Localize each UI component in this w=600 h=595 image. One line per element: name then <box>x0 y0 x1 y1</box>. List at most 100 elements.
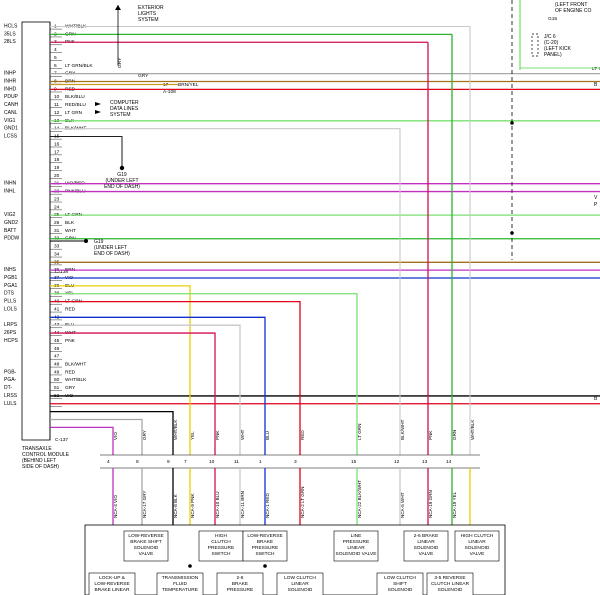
bottom-pin-number: 9 <box>167 459 170 465</box>
component-label: LINEAR <box>417 539 435 545</box>
pin-number: 51 <box>54 385 60 391</box>
pin-signal-name: PDDW <box>4 236 20 242</box>
component-label: VALVE <box>419 551 434 557</box>
pin-signal-name: LRPS <box>4 322 18 328</box>
component-box <box>123 530 169 562</box>
wire-color-label: NCA-8 BLK <box>173 493 178 518</box>
exterior-lights-label: LIGHTS <box>138 11 157 17</box>
right-edge-label: B <box>594 396 598 402</box>
bottom-pin-number: 4 <box>107 459 110 465</box>
ground-icon <box>119 165 125 171</box>
pin-number: 10 <box>54 94 60 100</box>
wire-color-label: BLU <box>265 431 270 440</box>
pin-signal-name: INHD <box>4 86 17 92</box>
wire-color-label: NCA-19 YEL <box>452 491 457 518</box>
wire-hcps-pnk <box>50 332 216 455</box>
computer-data-lines-label: DATA LINES <box>110 106 139 112</box>
wire-gnd1 <box>50 136 123 166</box>
component-label: SHIFT <box>393 581 407 587</box>
component-box <box>156 572 204 595</box>
component-label: 3-5 REVERSE <box>434 575 465 581</box>
component-box <box>454 530 500 562</box>
component-label: BRAKE SHIFT <box>130 539 162 545</box>
bottom-pin-number: 3 <box>294 459 297 465</box>
wire-color-label: LT GRN <box>357 424 362 440</box>
pin-signal-name: PGA1 <box>4 283 18 289</box>
ground-g19-label: G19 <box>117 172 127 178</box>
pin-signal-name: BATT <box>4 228 16 234</box>
pin-signal-name: INHN <box>4 181 17 187</box>
pin-signal-name: DTS <box>4 291 15 297</box>
component-label: TRANSMISSION <box>162 575 199 581</box>
wire-pga-whtblk <box>50 410 174 455</box>
exterior-lights-label: EXTERIOR <box>138 5 164 11</box>
pin-number: 48 <box>54 361 60 367</box>
arrow-icon <box>95 110 101 114</box>
pin-wire-color: RED <box>65 306 76 312</box>
pin-wire-color: PNK <box>65 338 76 344</box>
ground-icon <box>84 239 88 243</box>
pin-signal-name: GND1 <box>4 126 18 132</box>
wire-color-label: NCA-19 GRN <box>428 490 433 518</box>
component-box <box>426 572 474 595</box>
right-edge-label: P <box>594 202 598 208</box>
wire-hcls-whtblk <box>50 25 471 455</box>
component-label: PRESSURE <box>343 539 369 545</box>
pin-signal-name: LCSS <box>4 134 18 140</box>
pin-wire-color: GRY <box>65 385 76 391</box>
inline-wire-gry: GRY <box>117 57 123 68</box>
wire-color-label: NCA-17 GRY <box>142 491 147 519</box>
wire-color-label: WHT/BLK <box>470 419 475 440</box>
component-label: LOW CLUTCH <box>284 575 316 581</box>
connector-c137: C-137 <box>55 437 68 443</box>
component-label: SOLENOID VALVE <box>336 551 377 557</box>
pin-number: 33 <box>54 244 60 250</box>
connector-c138: C-138 <box>55 269 68 275</box>
pin-signal-name: INHL <box>4 189 16 195</box>
left-front-engine-label: (LEFT FRONT <box>555 2 587 8</box>
right-edge-label: B <box>594 82 598 88</box>
bottom-pin-number: 8 <box>136 459 139 465</box>
component-label: LOW-REVERSE <box>247 533 282 539</box>
transaxle-components-box <box>84 524 506 595</box>
pin-number: 46 <box>54 346 60 352</box>
pin-signal-name: CANH <box>4 102 19 108</box>
wire-dt-gry <box>50 418 143 455</box>
pin-signal-name: HCLS <box>4 24 18 30</box>
pin-signal-name: INHR <box>4 79 17 85</box>
pin-number: 34 <box>54 251 60 257</box>
component-box <box>242 530 288 562</box>
wire-color-label: GRY <box>142 430 147 440</box>
wire-color-label: NCA-22 BLK/WHT <box>357 480 362 518</box>
pin-signal-name: 26PS <box>4 330 17 336</box>
component-box <box>333 530 379 562</box>
pin-number: 5 <box>54 55 57 61</box>
wire-color-label: NCA-1 RED <box>265 493 270 518</box>
component-label: SOLENOID <box>288 587 313 593</box>
component-box <box>403 530 449 562</box>
lt-gr-label: LT GR <box>592 66 600 72</box>
pin-signal-name: GND2 <box>4 220 18 226</box>
bottom-pin-number: 7 <box>184 459 187 465</box>
inline-wire-gry: GRY <box>138 73 149 79</box>
pin-wire-color: WHT <box>65 228 76 234</box>
pin-number: 20 <box>54 173 60 179</box>
g15-label: G15 <box>548 16 557 22</box>
wire-plls-ltgrn <box>50 293 358 455</box>
jc6-box <box>531 33 539 57</box>
pin-signal-name: INHS <box>4 267 17 273</box>
component-label: HIGH CLUTCH <box>461 533 494 539</box>
wire-color-label: NCA-10 BLU <box>215 491 220 518</box>
wire-color-label: NCA-2 LT GRN <box>300 487 305 518</box>
pin-signal-name: PDUP <box>4 94 19 100</box>
wire-color-label: NCA-9 PNK <box>190 493 195 518</box>
pin-signal-name: PGA- <box>4 377 17 383</box>
component-label: VALVE <box>139 551 154 557</box>
component-label: SOLENOID <box>414 545 439 551</box>
bottom-pin-number: 13 <box>422 459 428 465</box>
wire-26ps-wht <box>50 324 241 455</box>
wire-color-label: NCA-4 VIO <box>113 495 118 518</box>
pin-signal-name: 35LS <box>4 31 16 37</box>
pin-number: 24 <box>54 204 60 210</box>
component-box <box>216 572 264 595</box>
